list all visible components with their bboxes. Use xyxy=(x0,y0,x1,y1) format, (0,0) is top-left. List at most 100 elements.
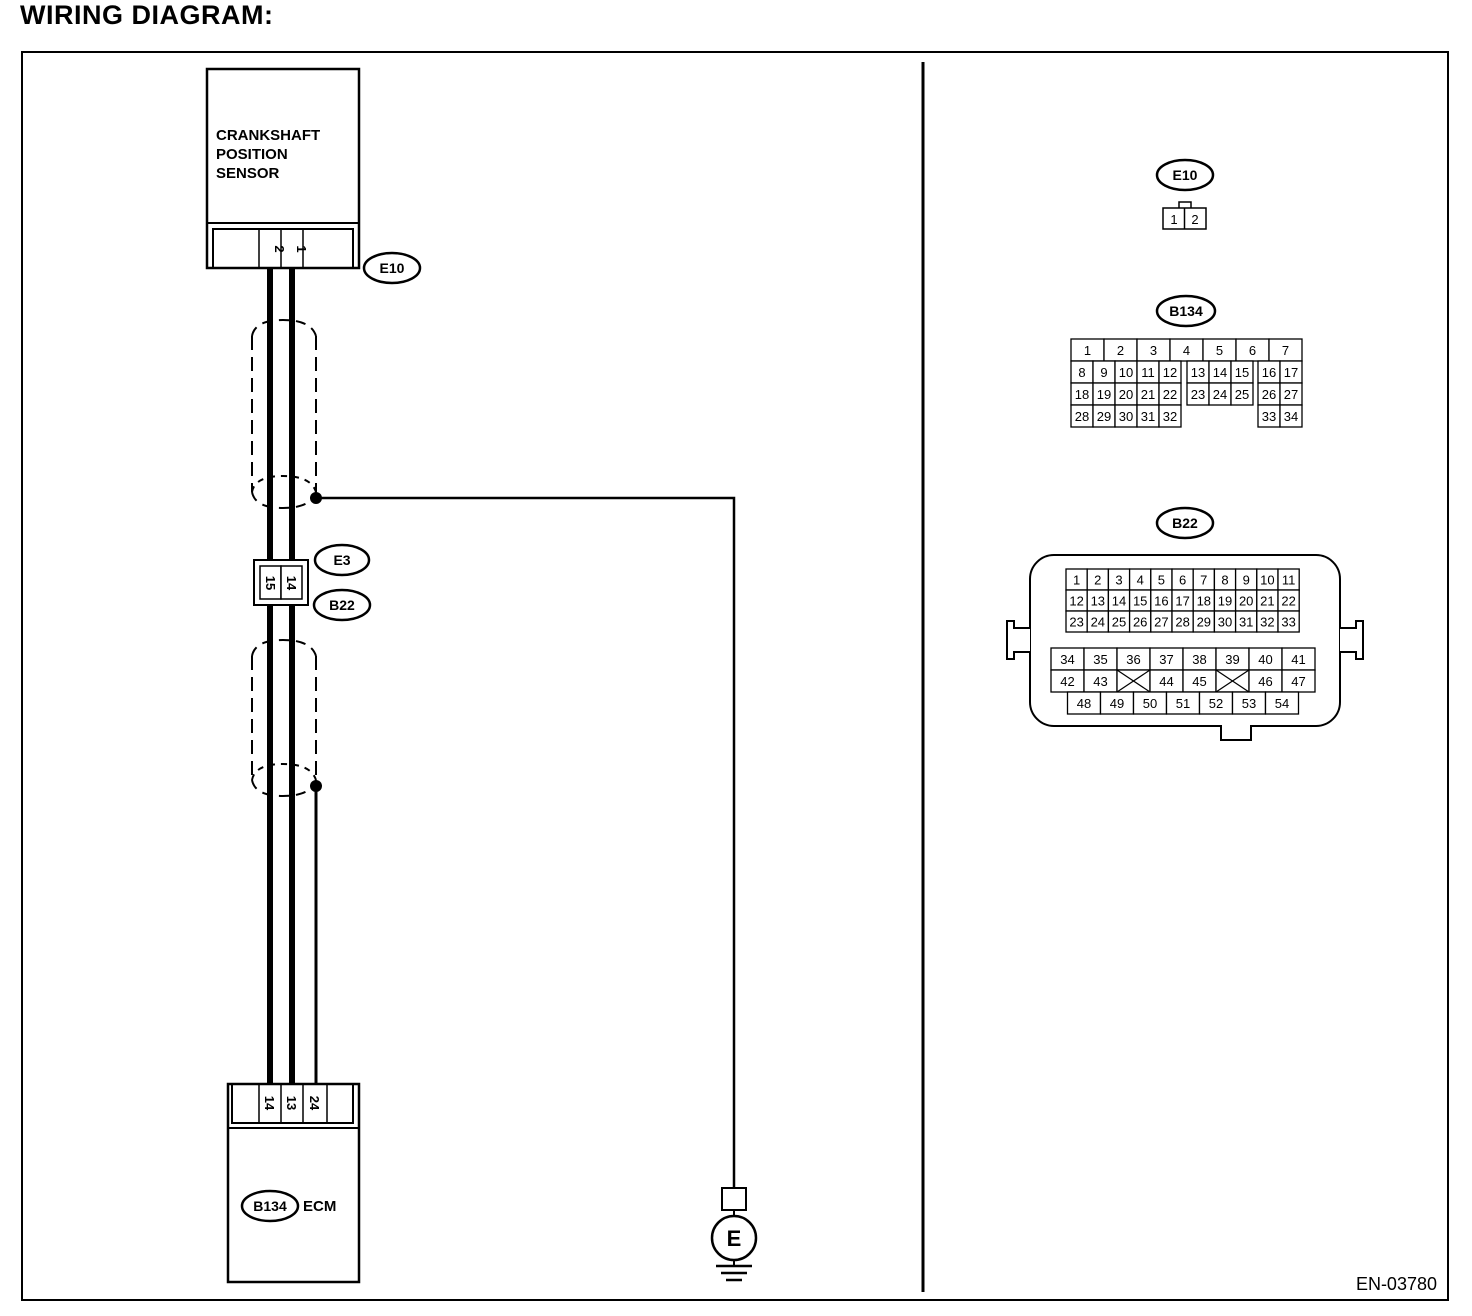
wire-shield-ground xyxy=(316,496,736,1188)
svg-text:36: 36 xyxy=(1126,652,1140,667)
b134-pin-17: 17 xyxy=(1279,360,1303,384)
b22-pin-43: 43 xyxy=(1083,669,1118,693)
svg-text:20: 20 xyxy=(1119,387,1133,402)
b22-pin-41: 41 xyxy=(1281,647,1316,671)
svg-text:12: 12 xyxy=(1069,594,1083,609)
b134-pin-32: 32 xyxy=(1158,404,1182,428)
b22-pin-blank xyxy=(1215,669,1250,693)
svg-text:15: 15 xyxy=(1235,365,1249,380)
b134-pin-26: 26 xyxy=(1257,382,1281,406)
svg-text:51: 51 xyxy=(1176,696,1190,711)
sensor-pin-1: 1 xyxy=(294,245,309,252)
e10-view-pin-1: 1 xyxy=(1170,212,1177,227)
svg-text:6: 6 xyxy=(1249,343,1256,358)
e10-view-name: E10 xyxy=(1173,167,1198,183)
b22-pin-38: 38 xyxy=(1182,647,1217,671)
e10-connector-tag: E10 xyxy=(362,251,422,285)
diagram-frame xyxy=(21,51,1449,1301)
b134-pin-9: 9 xyxy=(1092,360,1116,384)
svg-text:29: 29 xyxy=(1097,409,1111,424)
b22-pin-45: 45 xyxy=(1182,669,1217,693)
svg-text:3: 3 xyxy=(1115,573,1122,588)
b22-pin-33: 33 xyxy=(1277,610,1300,633)
svg-text:42: 42 xyxy=(1060,674,1074,689)
svg-text:E10: E10 xyxy=(380,260,405,276)
svg-text:14: 14 xyxy=(1112,594,1126,609)
b22-pin-14: 14 xyxy=(1107,589,1131,612)
svg-text:19: 19 xyxy=(1218,594,1232,609)
svg-text:11: 11 xyxy=(1141,365,1155,380)
b22-pin-2: 2 xyxy=(1086,568,1110,591)
b22-pin-47: 47 xyxy=(1281,669,1316,693)
svg-text:30: 30 xyxy=(1119,409,1133,424)
svg-text:33: 33 xyxy=(1281,615,1295,630)
b22-view-name: B22 xyxy=(1172,515,1198,531)
svg-text:45: 45 xyxy=(1192,674,1206,689)
svg-text:20: 20 xyxy=(1239,594,1253,609)
b22-pin-32: 32 xyxy=(1256,610,1279,633)
b22-pin-blank xyxy=(1116,669,1151,693)
b134-pin-28: 28 xyxy=(1070,404,1094,428)
b134-pin-15: 15 xyxy=(1230,360,1254,384)
b22-pin-12: 12 xyxy=(1065,589,1088,612)
svg-text:49: 49 xyxy=(1110,696,1124,711)
svg-text:21: 21 xyxy=(1260,594,1274,609)
b22-pin-46: 46 xyxy=(1248,669,1283,693)
svg-text:16: 16 xyxy=(1154,594,1168,609)
b22-pin-11: 11 xyxy=(1277,568,1300,591)
svg-text:40: 40 xyxy=(1258,652,1272,667)
b134-pin-13: 13 xyxy=(1186,360,1210,384)
b22-pin-6: 6 xyxy=(1171,568,1194,591)
svg-text:22: 22 xyxy=(1281,594,1295,609)
svg-text:48: 48 xyxy=(1077,696,1091,711)
b22-pin-1: 1 xyxy=(1065,568,1088,591)
b22-pin-50: 50 xyxy=(1132,691,1168,715)
svg-text:34: 34 xyxy=(1060,652,1074,667)
b22-pin-52: 52 xyxy=(1198,691,1234,715)
svg-text:52: 52 xyxy=(1209,696,1223,711)
svg-text:41: 41 xyxy=(1291,652,1305,667)
ground-symbol xyxy=(710,1187,758,1282)
svg-text:4: 4 xyxy=(1183,343,1190,358)
b22-pin-21: 21 xyxy=(1256,589,1279,612)
b134-view-name: B134 xyxy=(1169,303,1203,319)
b134-pin-24: 24 xyxy=(1208,382,1232,406)
shield-lower xyxy=(251,638,317,798)
svg-text:27: 27 xyxy=(1284,387,1298,402)
svg-text:54: 54 xyxy=(1275,696,1289,711)
svg-text:17: 17 xyxy=(1175,594,1189,609)
b134-pin-14: 14 xyxy=(1208,360,1232,384)
svg-text:38: 38 xyxy=(1192,652,1206,667)
sensor-label-line3: SENSOR xyxy=(216,165,280,182)
svg-text:14: 14 xyxy=(1213,365,1227,380)
b22-pin-10: 10 xyxy=(1256,568,1279,591)
b22-pin-7: 7 xyxy=(1192,568,1216,591)
svg-text:13: 13 xyxy=(1091,594,1105,609)
svg-text:12: 12 xyxy=(1163,365,1177,380)
b22-pin-39: 39 xyxy=(1215,647,1250,671)
joint-pin-15: 15 xyxy=(263,576,278,590)
figure-code: EN-03780 xyxy=(1356,1274,1437,1294)
b134-pin-22: 22 xyxy=(1158,382,1182,406)
b22-pin-48: 48 xyxy=(1066,691,1102,715)
b22-pin-51: 51 xyxy=(1165,691,1201,715)
b22-pin-26: 26 xyxy=(1128,610,1152,633)
b134-pin-1: 1 xyxy=(1070,338,1105,362)
svg-text:35: 35 xyxy=(1093,652,1107,667)
b22-pin-5: 5 xyxy=(1150,568,1173,591)
e10-view: E10 1 2 xyxy=(1155,158,1215,230)
svg-text:8: 8 xyxy=(1221,573,1228,588)
b134-pin-31: 31 xyxy=(1136,404,1160,428)
svg-text:3: 3 xyxy=(1150,343,1157,358)
svg-text:28: 28 xyxy=(1075,409,1089,424)
svg-text:24: 24 xyxy=(1091,615,1105,630)
svg-text:15: 15 xyxy=(1133,594,1147,609)
b134-pin-23: 23 xyxy=(1186,382,1210,406)
svg-text:28: 28 xyxy=(1175,615,1189,630)
b134-pin-25: 25 xyxy=(1230,382,1254,406)
svg-text:31: 31 xyxy=(1141,409,1155,424)
b22-pin-53: 53 xyxy=(1231,691,1267,715)
b134-pin-7: 7 xyxy=(1268,338,1303,362)
